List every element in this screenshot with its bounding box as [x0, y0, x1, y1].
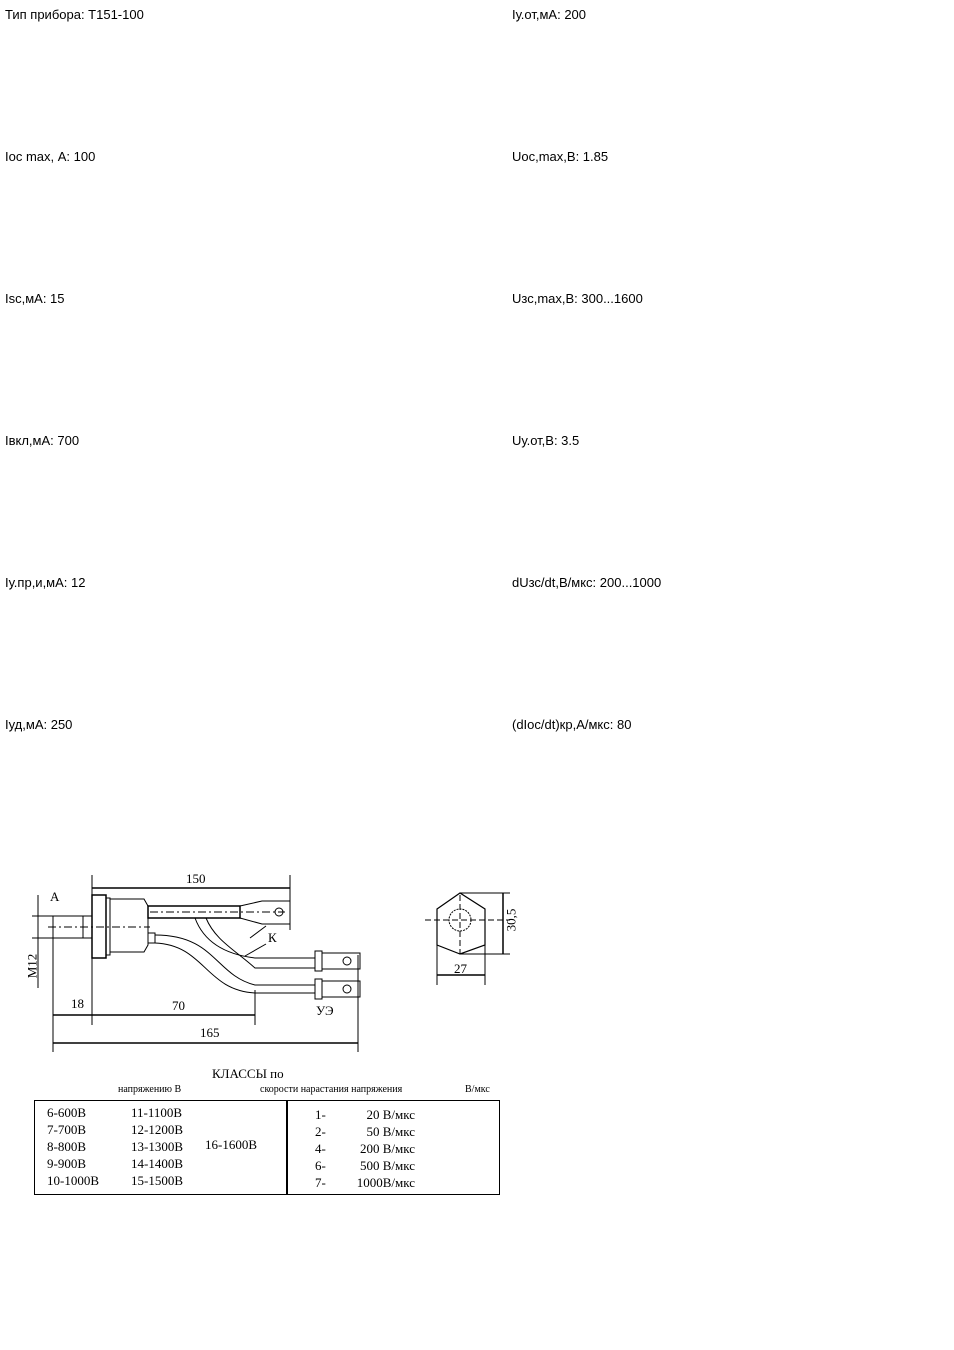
col1: 6-600В 7-700В 8-800В 9-900В 10-1000В: [47, 1104, 99, 1189]
cell: 2-: [315, 1124, 326, 1139]
cell: 500 В/мкс: [359, 1158, 415, 1173]
rate-codes: 1- 2- 4- 6- 7-: [315, 1106, 326, 1191]
param-left-1: Iос max, А: 100: [5, 149, 96, 164]
cell: 10-1000В: [47, 1173, 99, 1188]
rate-unit: В/мкс: [465, 1084, 490, 1095]
param-right-0: Iу.от,мА: 200: [512, 7, 587, 22]
dim-165: 165: [200, 1025, 220, 1040]
cell: 1-: [315, 1107, 326, 1122]
param-left-2: Isc,мА: 15: [5, 291, 65, 306]
param-right-5: (dIос/dt)кр,А/мкс: 80: [512, 717, 632, 732]
cell: 12-1200В: [131, 1122, 183, 1137]
cell: 1000В/мкс: [356, 1175, 415, 1190]
cell: 20 В/мкс: [366, 1107, 415, 1122]
cell: 4-: [315, 1141, 326, 1156]
classes-title: КЛАССЫ по: [212, 1066, 284, 1081]
param-right-3: Uу.от,В: 3.5: [512, 433, 580, 448]
param-right-4: dUзс/dt,В/мкс: 200...1000: [512, 575, 662, 590]
cell: 7-700В: [47, 1122, 86, 1137]
rate-values: 20 В/мкс 50 В/мкс 200 В/мкс 500 В/мкс 1000В/…: [355, 1106, 415, 1191]
cell: 6-: [315, 1158, 326, 1173]
param-left-3: Iвкл,мА: 700: [5, 433, 80, 448]
param-left-4: Iу.пр,и,мА: 12: [5, 575, 86, 590]
col3: 16-1600В: [205, 1137, 257, 1152]
label-a: А: [50, 889, 60, 904]
voltage-header: напряжению В: [118, 1084, 182, 1095]
classes-table: 6-600В 7-700В 8-800В 9-900В 10-1000В 11-1100…: [34, 1100, 500, 1195]
cell: 200 В/мкс: [359, 1141, 415, 1156]
thyristor-drawing: [32, 875, 510, 1052]
dim-27: 27: [454, 961, 467, 976]
dim-30-5: 30,5: [503, 908, 519, 932]
dim-150: 150: [186, 871, 206, 886]
cell: 7-: [315, 1175, 326, 1190]
label-ue: УЭ: [316, 1003, 334, 1018]
table-divider: [286, 1101, 288, 1194]
param-left-0: Тип прибора: Т151-100: [5, 7, 144, 22]
cell: 14-1400В: [131, 1156, 183, 1171]
param-right-2: Uзс,max,В: 300...1600: [512, 291, 643, 306]
rate-header: скорости нарастания напряжения: [260, 1084, 403, 1095]
cell: 8-800В: [47, 1139, 86, 1154]
label-k: К: [268, 930, 277, 945]
cell: 9-900В: [47, 1156, 86, 1171]
cell: 50 В/мкс: [366, 1124, 415, 1139]
col2: 11-1100В 12-1200В 13-1300В 14-1400В 15-1500В: [131, 1104, 183, 1189]
param-right-1: Uос,max,В: 1.85: [512, 149, 609, 164]
param-left-5: Iуд,мА: 250: [5, 717, 73, 732]
dim-70: 70: [172, 998, 185, 1013]
cell: 13-1300В: [131, 1139, 183, 1154]
cell: 15-1500В: [131, 1173, 183, 1188]
cell: 11-1100В: [131, 1105, 183, 1120]
label-thread: М12: [24, 953, 40, 979]
dim-18: 18: [71, 996, 84, 1011]
cell: 6-600В: [47, 1105, 86, 1120]
